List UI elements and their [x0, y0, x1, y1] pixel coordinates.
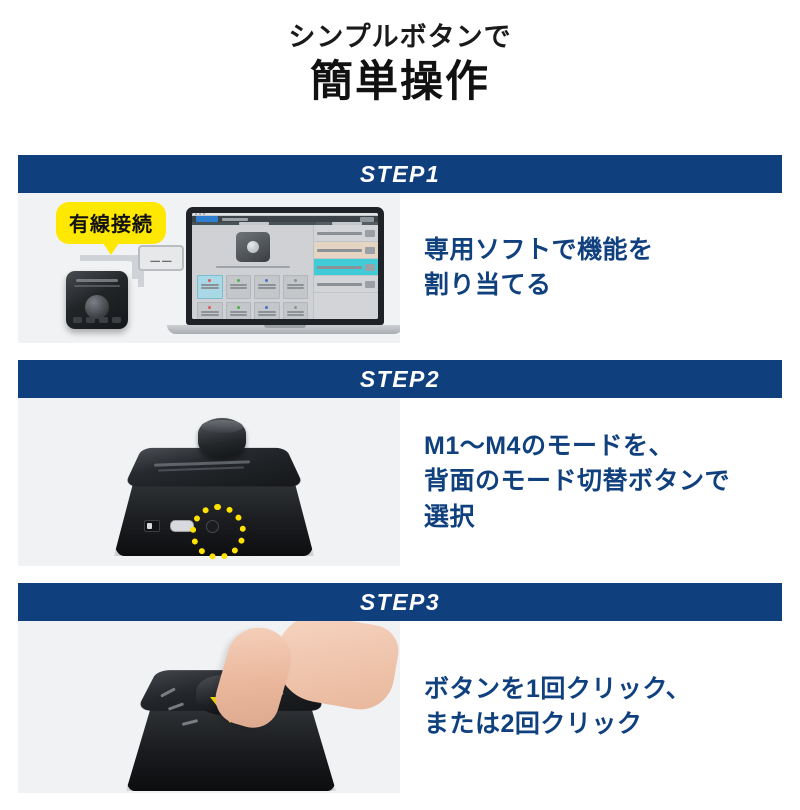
preset-row-selected[interactable] — [314, 259, 378, 276]
assignment-cell[interactable] — [225, 302, 251, 319]
device-button-2 — [86, 317, 95, 323]
device-diagram — [235, 232, 270, 262]
window-dot-icon — [195, 213, 197, 215]
step-body-1: 有線接続 ⚊⚊ — [18, 193, 782, 343]
device-button-1 — [73, 317, 82, 323]
usb-plug-icon: ⚊⚊ — [138, 245, 184, 271]
device-model-mark — [74, 285, 120, 287]
app-nav-button[interactable] — [360, 216, 374, 222]
device-knob — [85, 295, 109, 319]
step-card-1: STEP1 有線接続 ⚊⚊ — [18, 155, 782, 343]
assignment-cell[interactable] — [197, 302, 223, 319]
control-device-front-view — [126, 621, 400, 791]
mode-button-highlight-ring — [190, 504, 246, 560]
step-figure-1: 有線接続 ⚊⚊ — [18, 193, 400, 343]
step-description-line: 専用ソフトで機能を — [424, 235, 654, 264]
device-knob — [198, 418, 246, 458]
app-logo-icon — [196, 216, 218, 222]
usb-cable-icon — [80, 255, 144, 287]
device-power-switch — [144, 520, 160, 532]
preset-row[interactable] — [314, 276, 378, 293]
laptop-screen — [192, 213, 378, 319]
laptop-base — [167, 325, 400, 334]
device-brand-mark — [76, 279, 118, 282]
step-description-line: ボタンを1回クリック、 — [424, 674, 692, 703]
step-description-line: または2回クリック — [424, 710, 643, 738]
page-subtitle: シンプルボタンで — [288, 22, 512, 52]
page-heading: 簡単操作 — [310, 58, 490, 107]
laptop — [167, 207, 400, 334]
step-card-2: STEP2 M1〜M4のモードを、 背面のモード切替ボタンで — [18, 360, 782, 566]
app-navbar — [192, 216, 378, 222]
step-card-3: STEP3 ボタンを1回クリック、 — [18, 583, 782, 793]
callout-tail-icon — [103, 243, 119, 255]
app-subnav — [192, 222, 378, 225]
assignment-cell[interactable] — [197, 275, 223, 299]
app-preset-list — [313, 225, 378, 319]
control-device-rear-view — [114, 416, 314, 560]
step-banner-2: STEP2 — [18, 360, 782, 398]
step-figure-3 — [18, 621, 400, 793]
window-dot-icon — [199, 213, 201, 215]
app-window-titlebar — [192, 213, 378, 216]
step-body-3: ボタンを1回クリック、 または2回クリック — [18, 621, 782, 793]
assignment-cell[interactable] — [282, 275, 308, 299]
step-figure-2 — [18, 398, 400, 566]
step-description-line: 割り当てる — [424, 271, 552, 299]
control-device-top-view — [66, 271, 128, 329]
window-dot-icon — [203, 213, 205, 215]
step-text-2: M1〜M4のモードを、 背面のモード切替ボタンで 選択 — [400, 398, 782, 566]
preset-row[interactable] — [314, 225, 378, 242]
assignment-cell[interactable] — [254, 302, 280, 319]
callout-label: 有線接続 — [69, 214, 153, 236]
assignment-cell[interactable] — [225, 275, 251, 299]
button-assignment-grid — [192, 272, 313, 319]
device-button-3 — [99, 317, 108, 323]
app-config-panel — [192, 225, 313, 319]
assignment-cell[interactable] — [282, 302, 308, 319]
assignment-cell[interactable] — [254, 275, 280, 299]
step-text-1: 専用ソフトで機能を 割り当てる — [400, 193, 782, 343]
app-main-area — [192, 225, 378, 319]
device-button-4 — [112, 317, 121, 323]
step-body-2: M1〜M4のモードを、 背面のモード切替ボタンで 選択 — [18, 398, 782, 566]
laptop-notch — [264, 325, 306, 328]
preset-row[interactable] — [314, 242, 378, 259]
usb-cable-segment-icon — [132, 255, 138, 279]
app-tab-side[interactable] — [316, 222, 378, 225]
wired-connection-callout: 有線接続 — [56, 202, 166, 255]
step-description-line: 背面のモード切替ボタンで — [424, 467, 731, 496]
step-text-3: ボタンを1回クリック、 または2回クリック — [400, 621, 782, 793]
page-title: シンプルボタンで 簡単操作 — [0, 0, 800, 109]
app-tab-main[interactable] — [192, 222, 316, 225]
step-description-line: M1〜M4のモードを、 — [424, 431, 674, 460]
step-banner-3: STEP3 — [18, 583, 782, 621]
steps-container: STEP1 有線接続 ⚊⚊ — [18, 155, 782, 810]
device-diagram-caption — [215, 266, 290, 268]
step-description-line: 選択 — [424, 502, 476, 531]
app-nav-label — [222, 217, 248, 221]
step-banner-1: STEP1 — [18, 155, 782, 193]
laptop-lid — [186, 207, 384, 325]
